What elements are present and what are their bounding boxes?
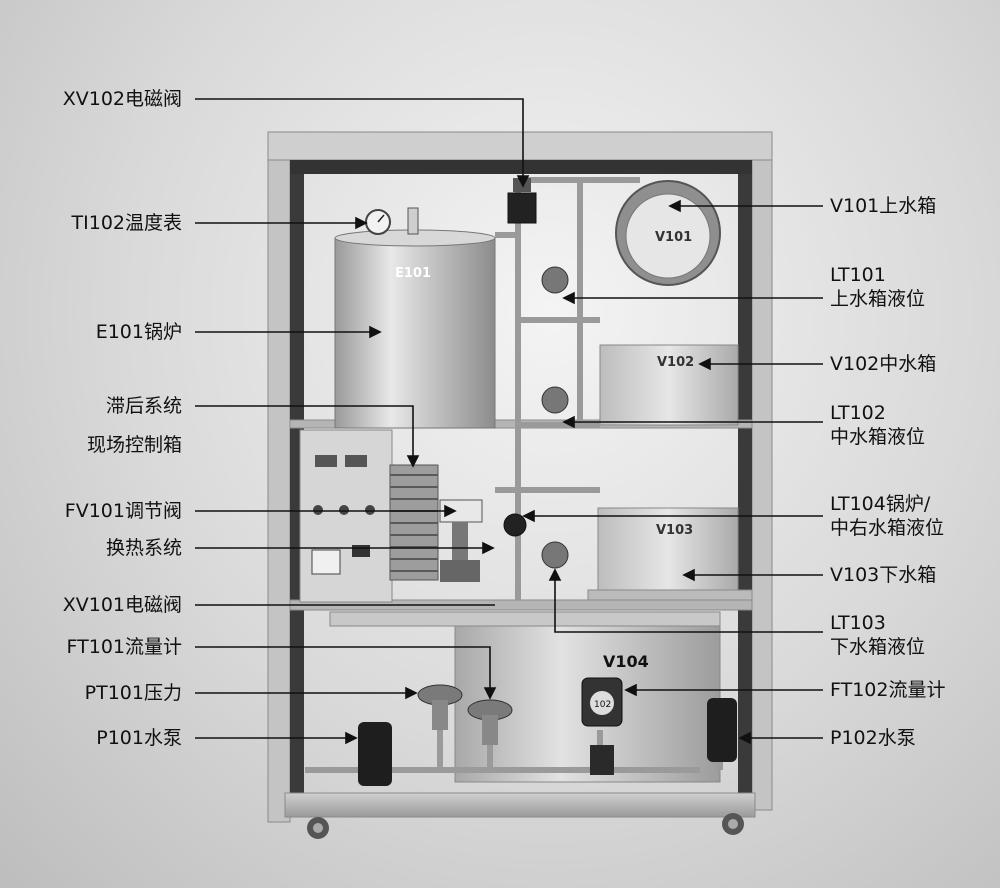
heat-exchanger-coil <box>389 464 439 581</box>
label-ft102: FT102流量计 <box>830 679 946 701</box>
label-xv102: XV102电磁阀 <box>62 88 182 110</box>
label-lt102-line2: 中水箱液位 <box>830 426 926 448</box>
flowmeter-ft102: 102 <box>581 677 623 775</box>
label-p101: P101水泵 <box>96 727 182 749</box>
tank-v103: V103 <box>597 507 739 591</box>
level-transmitter-lt101 <box>541 266 569 294</box>
label-p102: P102水泵 <box>830 727 916 749</box>
label-lt101-line1: LT101 <box>830 264 886 286</box>
tag-v104: V104 <box>603 652 649 671</box>
label-lag-system: 滞后系统 <box>105 395 182 417</box>
label-v102: V102中水箱 <box>830 353 937 375</box>
label-xv101: XV101电磁阀 <box>62 594 182 616</box>
tank-v101: V101 <box>615 180 721 286</box>
tag-v101: V101 <box>655 230 692 245</box>
label-lt104-line1: LT104锅炉/ <box>830 493 931 515</box>
level-transmitter-lt102 <box>541 386 569 414</box>
ft102-display: 102 <box>594 700 611 710</box>
pressure-transmitter-pt101 <box>417 684 463 730</box>
field-control-box <box>299 429 393 603</box>
label-e101: E101锅炉 <box>95 321 182 343</box>
pump-p101 <box>358 722 392 786</box>
label-ft101: FT101流量计 <box>66 636 182 658</box>
pump-p102 <box>707 698 737 762</box>
tag-v102: V102 <box>657 355 694 370</box>
label-lt104-line2: 中右水箱液位 <box>830 517 945 539</box>
label-ti102: TI102温度表 <box>71 212 182 234</box>
label-v103: V103下水箱 <box>830 564 937 586</box>
level-transmitter-lt103 <box>541 541 569 569</box>
leader-lines <box>195 98 823 745</box>
thermometer-gauge-icon <box>365 207 419 235</box>
flowmeter-ft101 <box>467 699 513 745</box>
label-heat-exchange: 换热系统 <box>105 537 182 559</box>
label-v101: V101上水箱 <box>830 195 937 217</box>
boiler-e101: E101 <box>334 229 496 429</box>
label-lt101-line2: 上水箱液位 <box>830 288 926 310</box>
tag-v103: V103 <box>656 523 693 538</box>
tank-v102: V102 <box>599 344 739 426</box>
label-lt103-line2: 下水箱液位 <box>830 636 926 658</box>
label-field-control-box: 现场控制箱 <box>86 434 182 456</box>
label-fv101: FV101调节阀 <box>64 500 182 522</box>
label-lt102-line1: LT102 <box>830 402 886 424</box>
level-transmitter-lt104 <box>503 513 527 537</box>
label-lt103-line1: LT103 <box>830 612 886 634</box>
control-valve-fv101 <box>439 499 483 582</box>
label-pt101: PT101压力 <box>84 682 182 704</box>
tag-e101: E101 <box>395 266 431 281</box>
